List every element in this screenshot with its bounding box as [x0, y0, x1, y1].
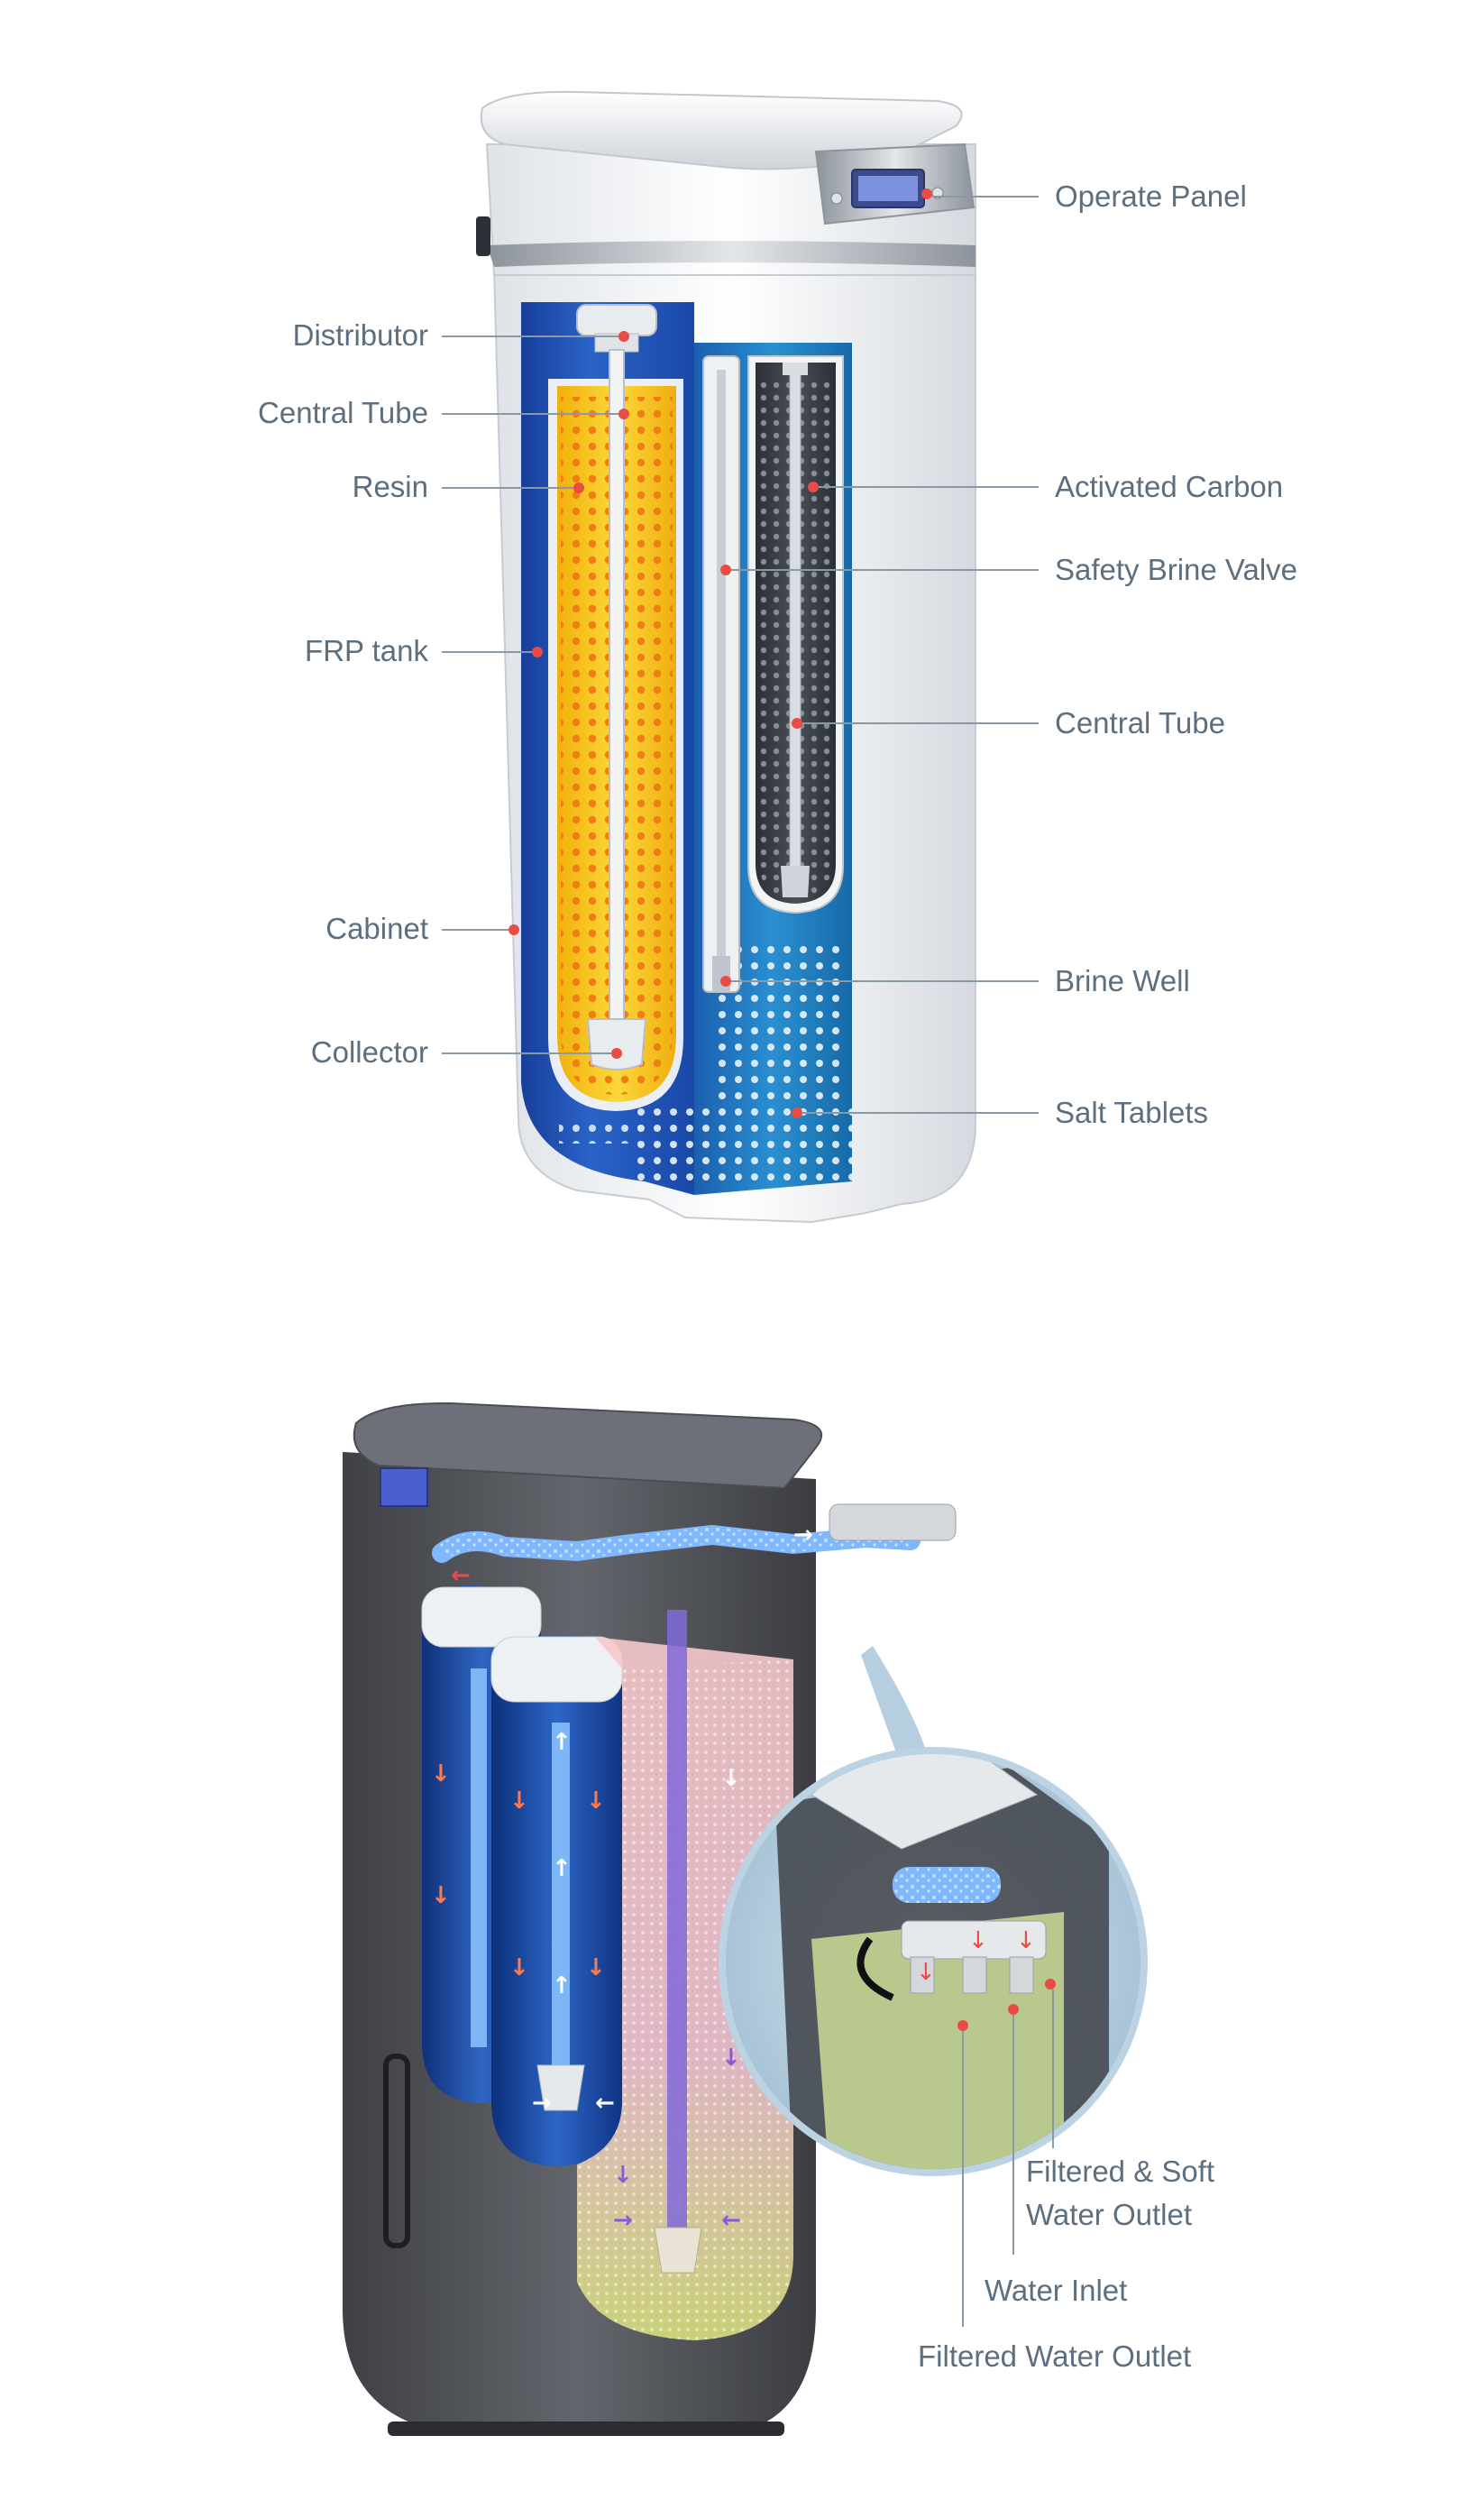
label-resin: Resin [353, 470, 428, 503]
top-right-callouts: Operate Panel Activated Carbon Safety Br… [720, 179, 1297, 1129]
marker-distributor [618, 331, 629, 342]
label-frp-tank: FRP tank [305, 634, 428, 667]
label-filtered-soft-line1: Filtered & Soft [1026, 2155, 1214, 2188]
svg-text:↓: ↓ [509, 1954, 529, 1981]
svg-text:↑: ↑ [552, 1729, 572, 1756]
marker-frp-tank [532, 647, 543, 657]
lcd-screen-transparent [380, 1467, 428, 1507]
metal-trim [487, 241, 976, 267]
svg-text:↓: ↓ [968, 1927, 988, 1954]
svg-text:↓: ↓ [1016, 1927, 1036, 1954]
distributor [576, 304, 657, 336]
svg-text:↓: ↓ [509, 1787, 529, 1815]
collector [586, 1018, 647, 1071]
marker-central-tube-left [618, 409, 629, 419]
label-cabinet: Cabinet [325, 912, 428, 945]
salt-central-tube [667, 1610, 687, 2241]
marker-collector [611, 1048, 622, 1059]
label-safety-brine-valve: Safety Brine Valve [1055, 553, 1297, 586]
marker-safety-brine-valve [720, 565, 731, 575]
svg-text:→: → [793, 1521, 813, 1548]
safety-brine-valve [717, 370, 726, 965]
valve-head [829, 1503, 957, 1541]
svg-text:↑: ↑ [552, 1972, 572, 1999]
svg-text:↓: ↓ [721, 2045, 741, 2072]
svg-text:→: → [532, 2090, 552, 2117]
label-distributor: Distributor [293, 318, 428, 352]
marker-salt-tablets [792, 1107, 802, 1118]
central-tube-carbon [789, 371, 802, 878]
top-left-callouts: Distributor Central Tube Resin FRP tank … [258, 318, 629, 1069]
transparent-softener: ↓ ↓ ↓ ↓ ↓ ↓ ↑ ↑ ↑ ↓ ↓ ↓ → ← → ← ← → [343, 1401, 1148, 2436]
svg-text:↓: ↓ [586, 1787, 606, 1815]
label-central-tube-left: Central Tube [258, 396, 428, 429]
lcd-display [858, 176, 918, 201]
marker-filtered-soft-outlet [1045, 1979, 1056, 1990]
svg-text:↓: ↓ [586, 1954, 606, 1981]
svg-text:↓: ↓ [431, 1760, 451, 1787]
marker-resin [573, 482, 584, 493]
label-salt-tablets: Salt Tablets [1055, 1096, 1208, 1129]
svg-text:↓: ↓ [916, 1959, 936, 1986]
marker-central-tube-right [792, 718, 802, 729]
svg-text:→: → [613, 2207, 633, 2234]
label-collector: Collector [311, 1035, 428, 1069]
svg-text:↓: ↓ [613, 2162, 633, 2189]
label-water-inlet: Water Inlet [985, 2274, 1127, 2307]
marker-brine-well [720, 976, 731, 987]
marker-activated-carbon [808, 482, 819, 492]
label-activated-carbon: Activated Carbon [1055, 470, 1283, 503]
svg-text:↑: ↑ [552, 1855, 572, 1882]
label-operate-panel: Operate Panel [1055, 179, 1247, 213]
panel-button-icon [830, 192, 843, 205]
svg-text:↓: ↓ [431, 1882, 451, 1909]
side-fitting [476, 216, 490, 256]
marker-operate-panel [921, 188, 932, 199]
salt-tablets [631, 1105, 852, 1181]
svg-text:←: ← [721, 2207, 741, 2234]
marker-cabinet [508, 924, 519, 935]
marker-water-inlet [1008, 2004, 1019, 2015]
zoom-detail: ↓ ↓ ↓ [775, 1754, 1109, 2169]
label-filtered-soft-line2: Water Outlet [1026, 2198, 1192, 2231]
bottom-callouts: Filtered & Soft Water Outlet Water Inlet… [918, 1979, 1214, 2373]
label-filtered-water-outlet: Filtered Water Outlet [918, 2339, 1191, 2373]
central-tube-resin [609, 349, 625, 1036]
marker-filtered-water-outlet [957, 2020, 968, 2031]
label-brine-well: Brine Well [1055, 964, 1190, 997]
svg-text:←: ← [451, 1562, 471, 1589]
svg-text:←: ← [595, 2090, 615, 2117]
svg-text:↓: ↓ [721, 1765, 741, 1792]
transparent-lid [353, 1401, 823, 1490]
label-central-tube-right: Central Tube [1055, 706, 1225, 740]
zoom-pointer [861, 1646, 929, 1768]
flow-arrows: ↓ ↓ ↓ ↓ ↓ ↓ ↑ ↑ ↑ ↓ ↓ ↓ → ← → ← ← → [431, 1521, 813, 2234]
